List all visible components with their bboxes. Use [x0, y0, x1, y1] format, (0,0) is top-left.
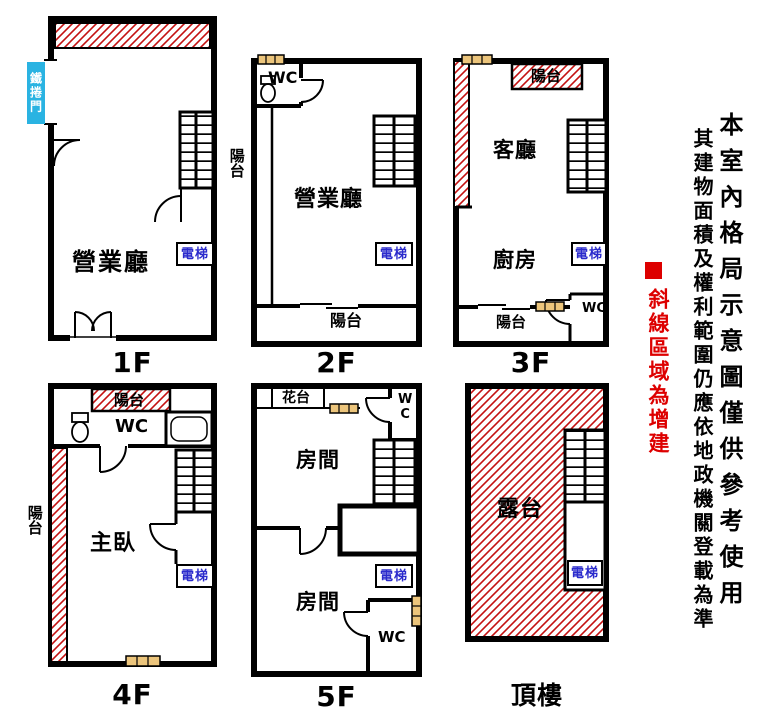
window-marker-icon: [125, 655, 161, 667]
room-label-room-upper-5f: 房間: [296, 448, 340, 472]
floorplan-2f: [251, 54, 422, 347]
window-marker-icon: [257, 54, 285, 65]
hatch-area-4f-left: [50, 447, 68, 663]
stairs-icon-5f: [372, 438, 417, 510]
elevator-label-2f: 電梯: [375, 242, 413, 266]
window-marker-icon: [411, 595, 422, 627]
hatch-area-3f-balcony: [510, 62, 584, 91]
door-arc-icon: [149, 523, 179, 551]
stairs-icon-3f: [566, 118, 608, 194]
stairs-icon-2f: [372, 114, 417, 188]
floor-title-3f: 3F: [510, 346, 552, 379]
outer-wall-3f: [453, 58, 609, 347]
room-label-master-4f: 主臥: [90, 531, 137, 556]
hatch-area-3f-left: [453, 60, 470, 208]
room-label-balcony-top-4f: 陽台: [114, 391, 145, 409]
room-label-wc-top-5f: WC: [397, 392, 413, 422]
wall-opening: [45, 60, 56, 124]
floor-title-1f: 1F: [112, 346, 153, 379]
window-marker-icon: [535, 301, 565, 312]
door-arc-icon: [298, 78, 324, 103]
disclaimer-line-2: 其建物面積及權利範圍仍應依地政機關登載為準: [690, 128, 714, 632]
room-label-balcony-bottom-2f: 陽台: [330, 311, 363, 330]
room-label-flowerbed-5f: 花台: [282, 390, 310, 406]
room-label-balcony-left-2f: 陽台: [227, 148, 246, 178]
room-label-balcony-bottom-3f: 陽台: [496, 313, 527, 331]
window-marker-icon: [461, 54, 493, 65]
stairs-icon-1f: [178, 110, 215, 190]
lightwell-box: [337, 503, 422, 557]
room-label-business-hall-2f: 營業廳: [294, 187, 364, 212]
floorplan-1f: [44, 16, 217, 342]
sliding-door-icon: [300, 302, 358, 310]
elevator-label-1f: 電梯: [176, 242, 214, 266]
door-arc-icon: [299, 525, 327, 555]
room-label-room-lower-5f: 房間: [296, 590, 340, 614]
room-label-wc-4f: WC: [115, 416, 149, 437]
room-label-business-hall-1f: 營業廳: [72, 248, 150, 276]
toilet-icon: [260, 75, 276, 103]
floorplan-roof: [465, 383, 609, 642]
sliding-door-icon: [478, 303, 530, 311]
elevator-label-4f: 電梯: [176, 564, 214, 588]
outer-wall-2f: [251, 58, 422, 347]
hatch-area-1f-top: [54, 22, 211, 49]
double-door-icon: [70, 311, 116, 342]
elevator-label-5f: 電梯: [375, 564, 413, 588]
room-label-balcony-left-4f: 陽台: [25, 505, 44, 535]
door-arc-icon: [154, 188, 182, 223]
legend-hatch-swatch: [645, 262, 662, 279]
door-arc-icon: [343, 611, 371, 637]
room-label-living-3f: 客廳: [493, 138, 537, 162]
legend-text: 斜線區域為增建: [646, 288, 670, 456]
floorplan-5f: [251, 383, 422, 677]
elevator-label-3f: 電梯: [571, 242, 607, 266]
bathtub-icon: [164, 410, 214, 448]
floorplan-3f: [453, 54, 609, 347]
door-arc-icon: [99, 443, 128, 473]
floor-title-5f: 5F: [316, 680, 357, 713]
room-label-wc-bottom-5f: WC: [378, 628, 406, 646]
disclaimer-line-1: 本室內格局示意圖僅供參考使用: [715, 112, 743, 616]
door-arc-icon: [53, 139, 81, 167]
floor-title-roof: 頂樓: [510, 681, 563, 710]
floorplan-4f: [48, 383, 217, 667]
room-label-terrace-roof: 露台: [497, 497, 544, 522]
door-arc-icon: [365, 397, 393, 423]
elevator-label-roof: 電梯: [567, 560, 603, 586]
room-label-wc-3f: WC: [582, 301, 606, 316]
window-marker-icon: [329, 403, 359, 414]
room-label-balcony-top-3f: 陽台: [531, 67, 562, 85]
floor-title-2f: 2F: [316, 346, 357, 379]
floor-title-4f: 4F: [112, 678, 153, 711]
toilet-icon: [71, 412, 89, 443]
room-label-wc-2f: WC: [268, 68, 298, 87]
stairs-icon-4f: [174, 448, 215, 514]
room-label-kitchen-3f: 廚房: [493, 248, 537, 272]
roller-door-label-1f: 鐵捲門: [27, 62, 45, 124]
stairs-icon-roof: [563, 428, 607, 504]
hatch-area-4f-balcony: [90, 387, 172, 413]
